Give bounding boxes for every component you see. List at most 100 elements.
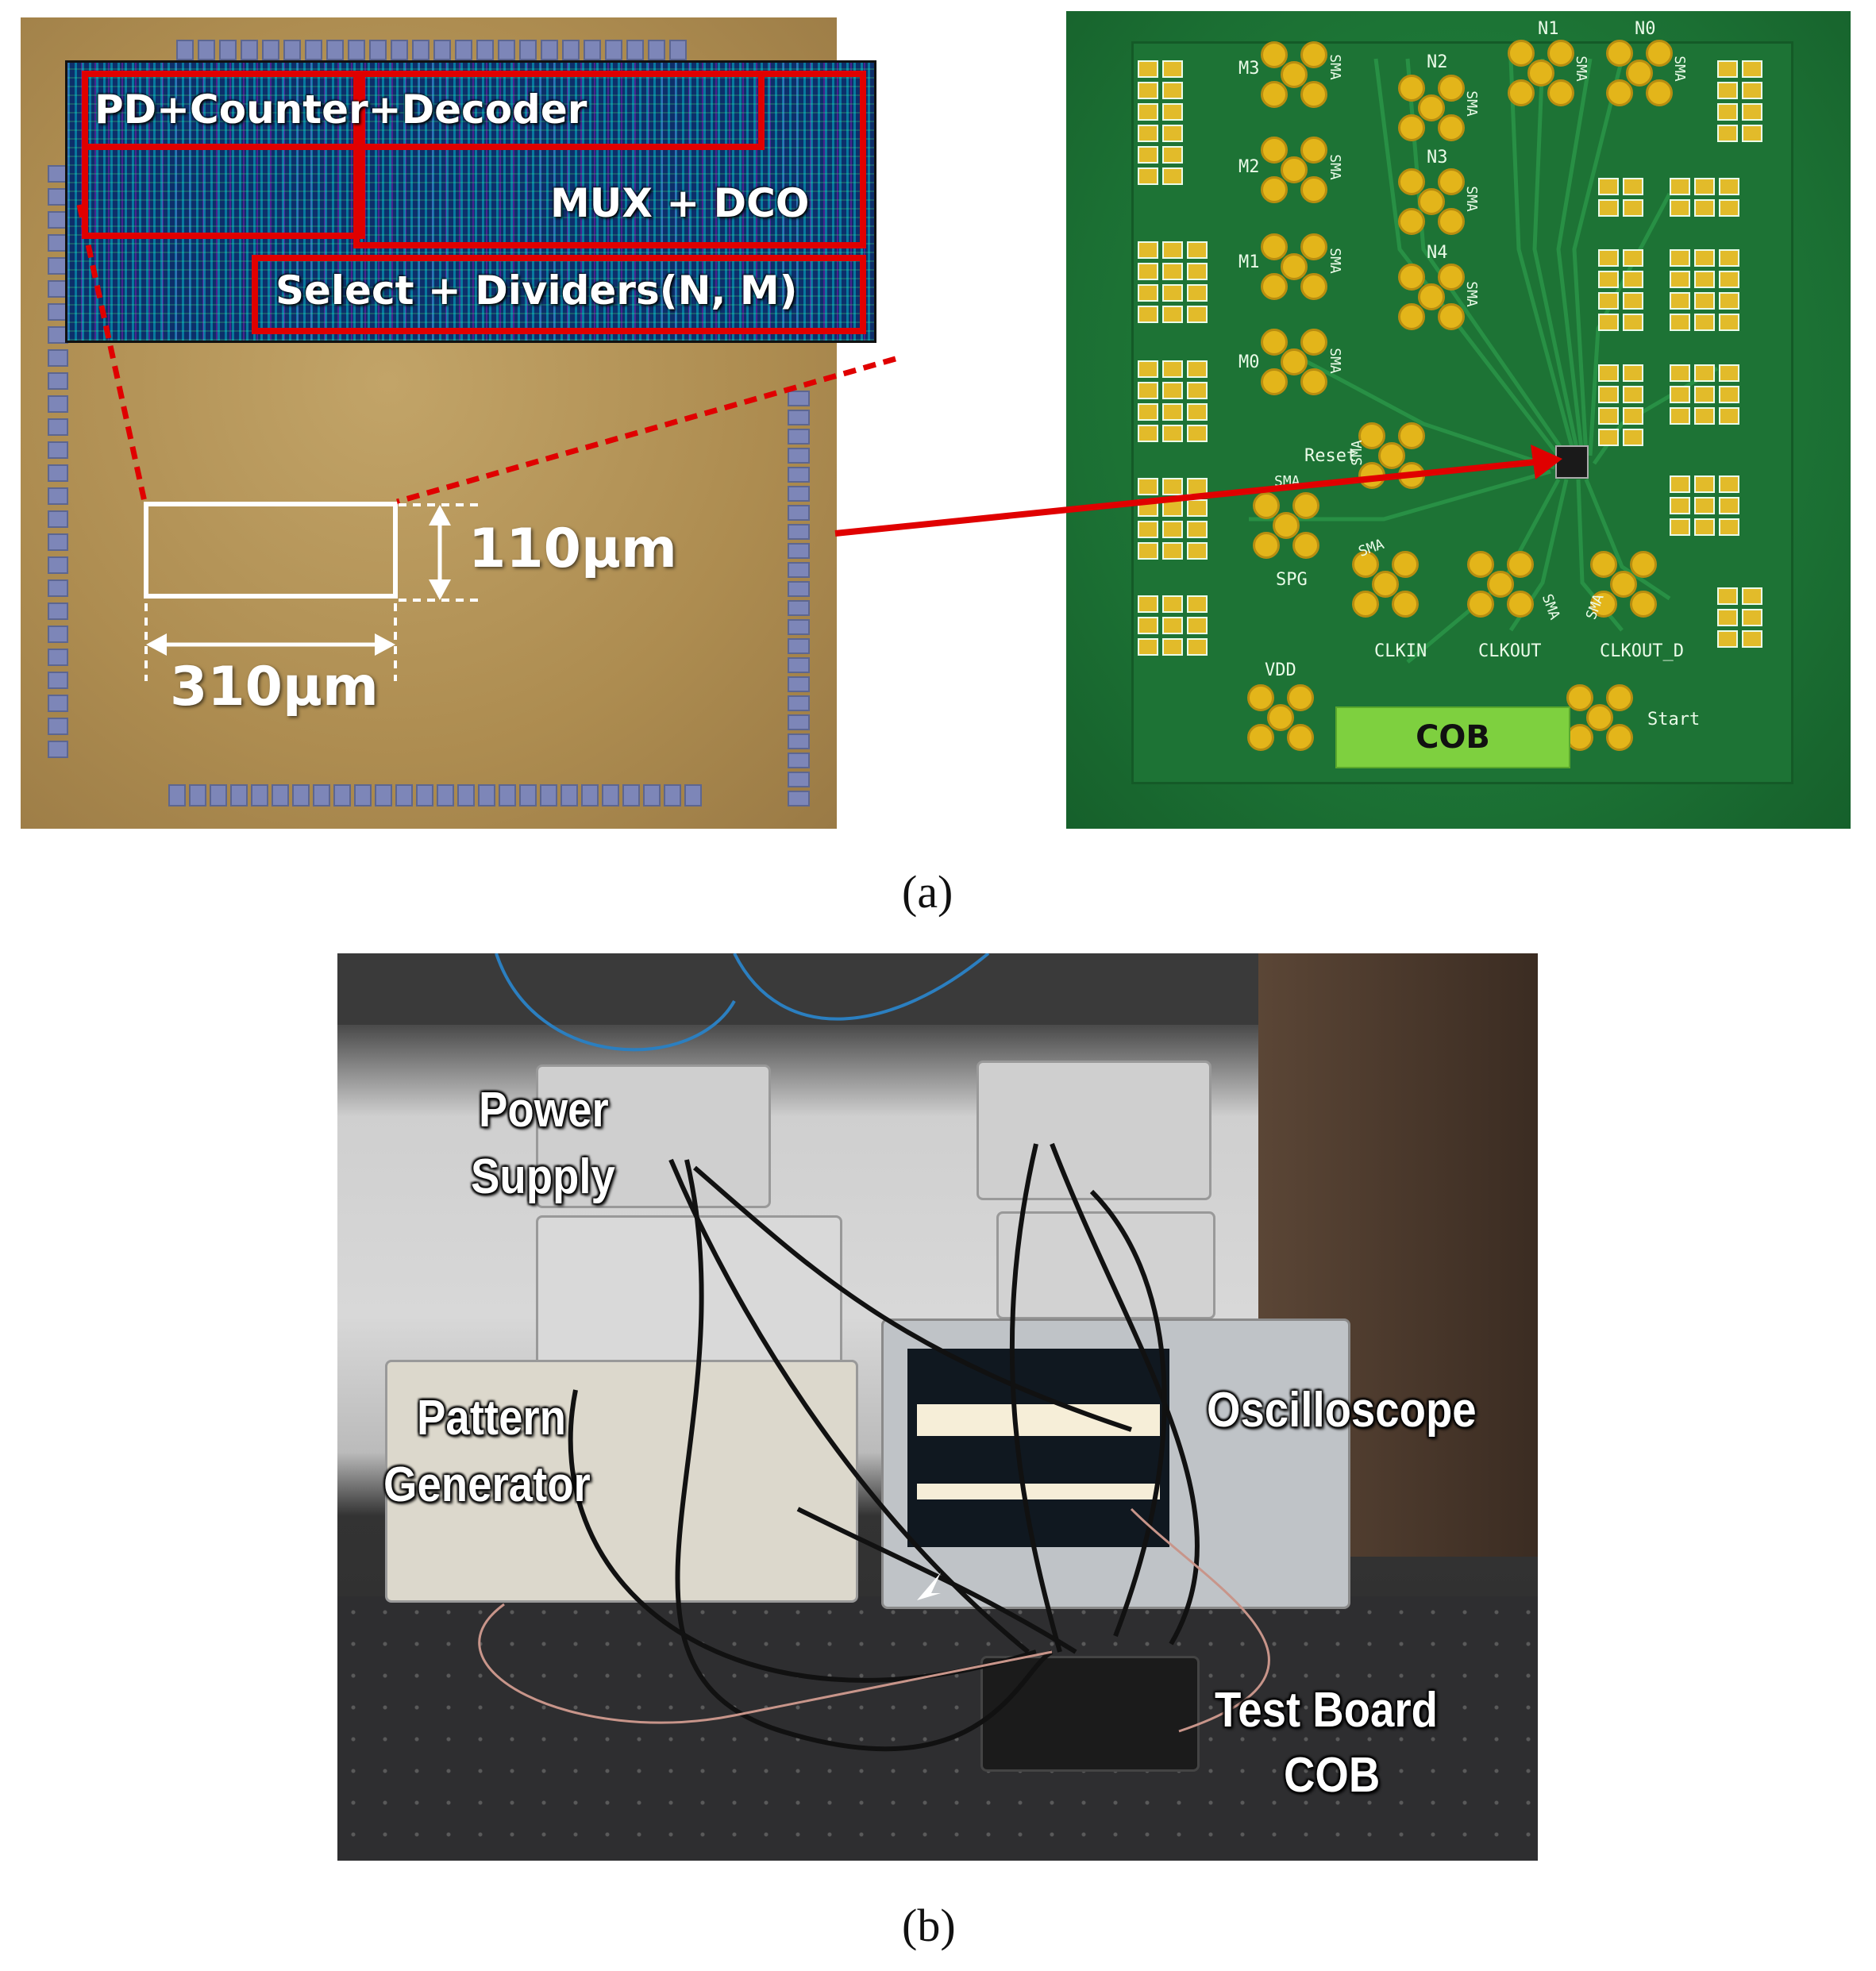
sma-pad [1292, 492, 1319, 519]
sma-pad [1300, 368, 1327, 395]
sma-pad [1261, 368, 1288, 395]
sma-pad [1508, 40, 1535, 67]
sma-pad [1392, 551, 1419, 578]
sma-connector-n4 [1398, 264, 1465, 330]
test-board-fixture [980, 1656, 1200, 1772]
bond-pad [48, 672, 68, 689]
label-mux-dco: MUX + DCO [550, 180, 810, 226]
bond-pad [788, 429, 810, 445]
label-test-board-2: COB [1284, 1748, 1381, 1803]
sma-pad [1398, 208, 1425, 235]
pcb-label-m0: M0 [1238, 352, 1260, 372]
pcb-label-spg: SPG [1276, 570, 1308, 590]
bond-pad [313, 784, 330, 806]
sma-pad [1261, 81, 1288, 108]
bond-pad [788, 753, 810, 768]
bond-pad [48, 395, 68, 413]
sma-pad [1261, 137, 1288, 164]
bond-pad [198, 40, 215, 60]
header-left-2 [1138, 241, 1208, 323]
sma-pad [1261, 273, 1288, 300]
pcb-label-m1: M1 [1238, 252, 1260, 272]
bond-pad [48, 649, 68, 666]
sma-pad [1606, 684, 1633, 711]
bond-pad [251, 784, 268, 806]
sma-connector-m2 [1261, 137, 1327, 203]
sma-pad [1287, 684, 1314, 711]
bond-pad [788, 581, 810, 597]
sma-pad [1646, 40, 1673, 67]
caption-a: (a) [902, 866, 953, 918]
bond-pad [643, 784, 661, 806]
bond-pad [272, 784, 289, 806]
bond-pad [48, 695, 68, 712]
header-right-8 [1670, 475, 1739, 536]
pcb-photo: M3 M2 M1 M0 N2 N3 N4 N1 N0 Reset SPG CLK… [1066, 11, 1851, 829]
sma-pad [1253, 492, 1280, 519]
bond-pad [348, 40, 365, 60]
sma-connector-m3 [1261, 41, 1327, 108]
header-right-2 [1598, 178, 1643, 217]
bond-pad [48, 741, 68, 758]
sma-pad [1438, 168, 1465, 195]
bond-pad [416, 784, 433, 806]
bond-pad [541, 40, 558, 60]
sma-pad [1261, 176, 1288, 203]
sma-pad [1281, 253, 1308, 280]
sma-pad [1418, 283, 1445, 310]
optical-table [337, 1596, 1538, 1861]
zoom-lines [76, 204, 896, 681]
bond-pad [48, 510, 68, 528]
pcb-label-n2: N2 [1427, 52, 1448, 72]
bond-pad [788, 638, 810, 654]
sma-pad [1398, 114, 1425, 141]
bond-pad [788, 714, 810, 730]
sma-pad [1300, 273, 1327, 300]
sma-connector-reset [1358, 422, 1425, 489]
bond-pad [560, 784, 578, 806]
bond-pad [788, 772, 810, 787]
bond-pad [391, 40, 408, 60]
sma-pad [1261, 233, 1288, 260]
sma-pad [1358, 422, 1385, 449]
pcb-label-n0: N0 [1635, 19, 1656, 39]
label-pd-counter-decoder: PD+Counter+Decoder [94, 87, 587, 133]
bond-pad [48, 579, 68, 597]
sma-pad [1372, 571, 1399, 598]
sma-pad [1487, 571, 1514, 598]
sma-pad [1352, 551, 1379, 578]
bond-pad [605, 40, 622, 60]
sma-pad [1438, 114, 1465, 141]
sma-pad [1247, 684, 1274, 711]
sma-connector-n3 [1398, 168, 1465, 235]
sma-connector-n0 [1606, 40, 1673, 106]
bond-pad [519, 784, 537, 806]
sma-pad [1547, 79, 1574, 106]
bond-pad [648, 40, 665, 60]
pcb-label-n1: N1 [1538, 19, 1559, 39]
bond-pad [788, 505, 810, 521]
sma-pad [1606, 724, 1633, 751]
bond-pad [457, 784, 475, 806]
zoom-line-left [76, 204, 148, 502]
layout-zoom-inset: PD+Counter+Decoder MUX + DCO Select + Di… [65, 60, 876, 343]
pcb-label-m2: M2 [1238, 157, 1260, 177]
sma-pad [1281, 156, 1308, 183]
bond-pad [498, 40, 515, 60]
header-left-1 [1138, 60, 1183, 185]
sma-pad [1626, 60, 1653, 87]
sma-connector-vdd [1247, 684, 1314, 751]
oscilloscope-screen [907, 1349, 1169, 1547]
bond-pad [369, 40, 387, 60]
pcb-label-n3: N3 [1427, 148, 1448, 167]
sma-pad [1281, 61, 1308, 88]
region-pd-counter-decoder-lower [82, 71, 365, 239]
power-supply-unit-1 [536, 1064, 771, 1208]
cob-label: COB [1416, 719, 1490, 756]
sma-pad [1438, 264, 1465, 291]
sma-pad [1398, 422, 1425, 449]
cob-chip [1555, 445, 1589, 479]
bond-pad [788, 543, 810, 559]
pcb-label-m3: M3 [1238, 59, 1260, 79]
sma-pad [1398, 303, 1425, 330]
